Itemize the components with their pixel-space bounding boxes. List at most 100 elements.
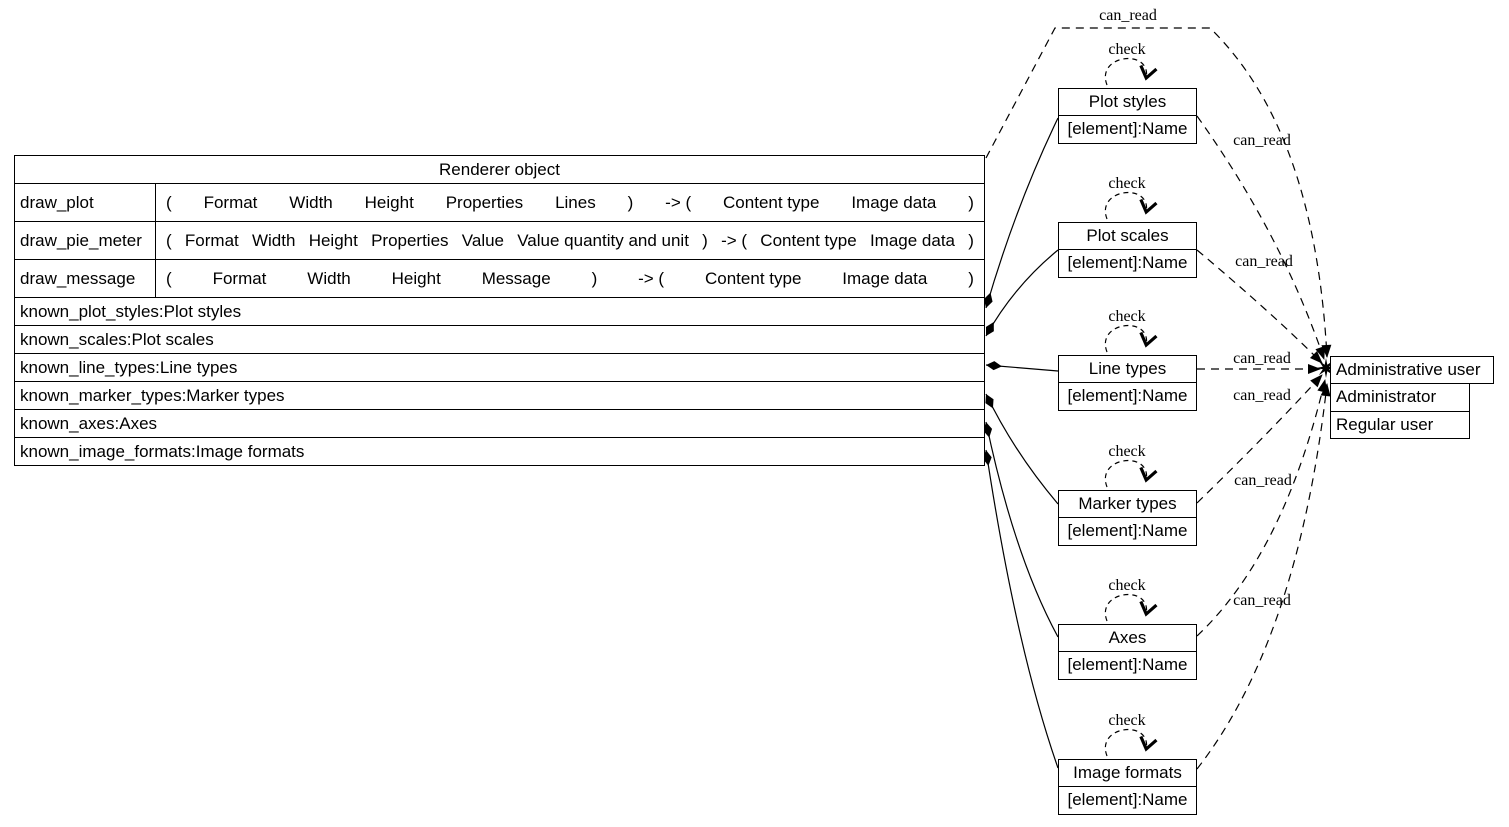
admin-row-regular-user: Regular user	[1331, 411, 1469, 438]
edge-label-check-marker-types: check	[1108, 443, 1146, 460]
signature-token: )	[968, 192, 974, 212]
signature-token: Image data	[869, 230, 955, 250]
signature-token: )	[702, 230, 708, 250]
signature-token: Format	[203, 192, 258, 212]
signature-token: Content type	[705, 268, 802, 288]
entity-attribute: [element]:Name	[1067, 253, 1188, 272]
edge-label-can-read-line-types: can_read	[1233, 350, 1291, 367]
signature-token: (	[166, 192, 172, 212]
edge-can-read-renderer	[985, 27, 1332, 358]
signature-token: (	[166, 268, 172, 288]
signature-token: Height	[308, 230, 358, 250]
edge-label-check-line-types: check	[1108, 308, 1146, 325]
renderer-title-row: Renderer object	[15, 156, 984, 183]
loop-check-axes	[1104, 594, 1158, 622]
attribute-row: known_line_types:Line types	[15, 353, 984, 381]
signature-token: Properties	[445, 192, 524, 212]
method-signature: ( Format Width Height Message ) -> ( Con…	[156, 269, 984, 289]
signature-token: Image data	[842, 268, 928, 288]
loop-check-plot-scales	[1104, 192, 1158, 220]
method-row-draw-message: draw_message ( Format Width Height Messa…	[15, 259, 984, 297]
signature-token: )	[627, 192, 634, 212]
edge-label-can-read-axes: can_read	[1234, 472, 1292, 489]
entity-title: Plot styles	[1059, 89, 1196, 116]
signature-token: Value	[461, 230, 504, 250]
edge-label-can-read-renderer: can_read	[1099, 7, 1157, 24]
edge-aggregation-plot-scales	[985, 249, 1059, 337]
signature-token: )	[968, 268, 974, 288]
signature-token: Format	[212, 268, 267, 288]
edge-can-read-image-formats	[1196, 383, 1331, 770]
signature-token: Properties	[371, 230, 449, 250]
signature-token: Content type	[760, 230, 857, 250]
entity-box-marker-types: Marker types [element]:Name	[1058, 490, 1197, 546]
signature-token: Width	[251, 230, 296, 250]
attribute-row: known_axes:Axes	[15, 409, 984, 437]
edge-label-can-read-image-formats: can_read	[1233, 592, 1291, 609]
edge-aggregation-image-formats	[982, 449, 1059, 769]
edge-can-read-plot-styles	[1196, 115, 1325, 360]
signature-token: -> (	[665, 192, 692, 212]
signature-token: )	[591, 268, 598, 288]
signature-token: Height	[391, 268, 441, 288]
loop-check-line-types	[1104, 325, 1158, 353]
admin-user-box: Administrator Regular user	[1330, 383, 1470, 439]
entity-box-plot-styles: Plot styles [element]:Name	[1058, 88, 1197, 144]
entity-box-plot-scales: Plot scales [element]:Name	[1058, 222, 1197, 278]
attribute-row: known_plot_styles:Plot styles	[15, 297, 984, 325]
signature-token: -> (	[638, 268, 665, 288]
loop-check-image-formats	[1104, 729, 1158, 757]
signature-token: Message	[481, 268, 551, 288]
signature-token: -> (	[721, 230, 748, 250]
method-signature: ( Format Width Height Properties Lines )…	[156, 193, 984, 213]
entity-attribute: [element]:Name	[1067, 790, 1188, 809]
signature-token: Image data	[851, 192, 937, 212]
method-name: draw_plot	[15, 184, 156, 221]
entity-attribute: [element]:Name	[1067, 119, 1188, 138]
edge-aggregation-plot-styles	[983, 117, 1059, 309]
entity-title: Image formats	[1059, 760, 1196, 787]
signature-token: Content type	[723, 192, 820, 212]
edge-aggregation-axes	[983, 421, 1059, 638]
signature-token: )	[968, 230, 974, 250]
entity-box-image-formats: Image formats [element]:Name	[1058, 759, 1197, 815]
attribute-row: known_marker_types:Marker types	[15, 381, 984, 409]
renderer-object-table: Renderer object draw_plot ( Format Width…	[14, 155, 985, 466]
entity-title: Marker types	[1059, 491, 1196, 518]
method-name: draw_message	[15, 260, 156, 297]
method-row-draw-plot: draw_plot ( Format Width Height Properti…	[15, 183, 984, 221]
signature-token: Width	[307, 268, 351, 288]
entity-box-axes: Axes [element]:Name	[1058, 624, 1197, 680]
method-signature: ( Format Width Height Properties Value V…	[156, 231, 984, 251]
admin-row-administrator: Administrator	[1336, 387, 1437, 406]
edge-aggregation-marker-types	[985, 393, 1059, 505]
edge-label-check-plot-styles: check	[1108, 41, 1146, 58]
signature-token: Height	[364, 192, 414, 212]
entity-attribute: [element]:Name	[1067, 386, 1188, 405]
signature-token: Format	[184, 230, 239, 250]
attribute-row: known_image_formats:Image formats	[15, 437, 984, 465]
method-name: draw_pie_meter	[15, 222, 156, 259]
method-row-draw-pie-meter: draw_pie_meter ( Format Width Height Pro…	[15, 221, 984, 259]
edge-label-check-axes: check	[1108, 577, 1146, 594]
edge-label-can-read-marker-types: can_read	[1233, 387, 1291, 404]
signature-token: Value quantity and unit	[517, 230, 689, 250]
entity-title: Plot scales	[1059, 223, 1196, 250]
loop-check-plot-styles	[1104, 58, 1158, 86]
edge-label-can-read-plot-scales: can_read	[1235, 253, 1293, 270]
edge-label-check-plot-scales: check	[1108, 175, 1146, 192]
edge-aggregation-line-types	[985, 361, 1059, 372]
signature-token: (	[166, 230, 172, 250]
loop-check-marker-types	[1104, 460, 1158, 488]
aggregation-edges	[982, 117, 1059, 769]
signature-token: Width	[289, 192, 333, 212]
edge-label-check-image-formats: check	[1108, 712, 1146, 729]
attribute-row: known_scales:Plot scales	[15, 325, 984, 353]
signature-token: Lines	[555, 192, 596, 212]
admin-user-title: Administrative user	[1330, 356, 1494, 384]
renderer-title: Renderer object	[439, 159, 560, 179]
edge-label-can-read-plot-styles: can_read	[1233, 132, 1291, 149]
entity-attribute: [element]:Name	[1067, 655, 1188, 674]
entity-box-line-types: Line types [element]:Name	[1058, 355, 1197, 411]
